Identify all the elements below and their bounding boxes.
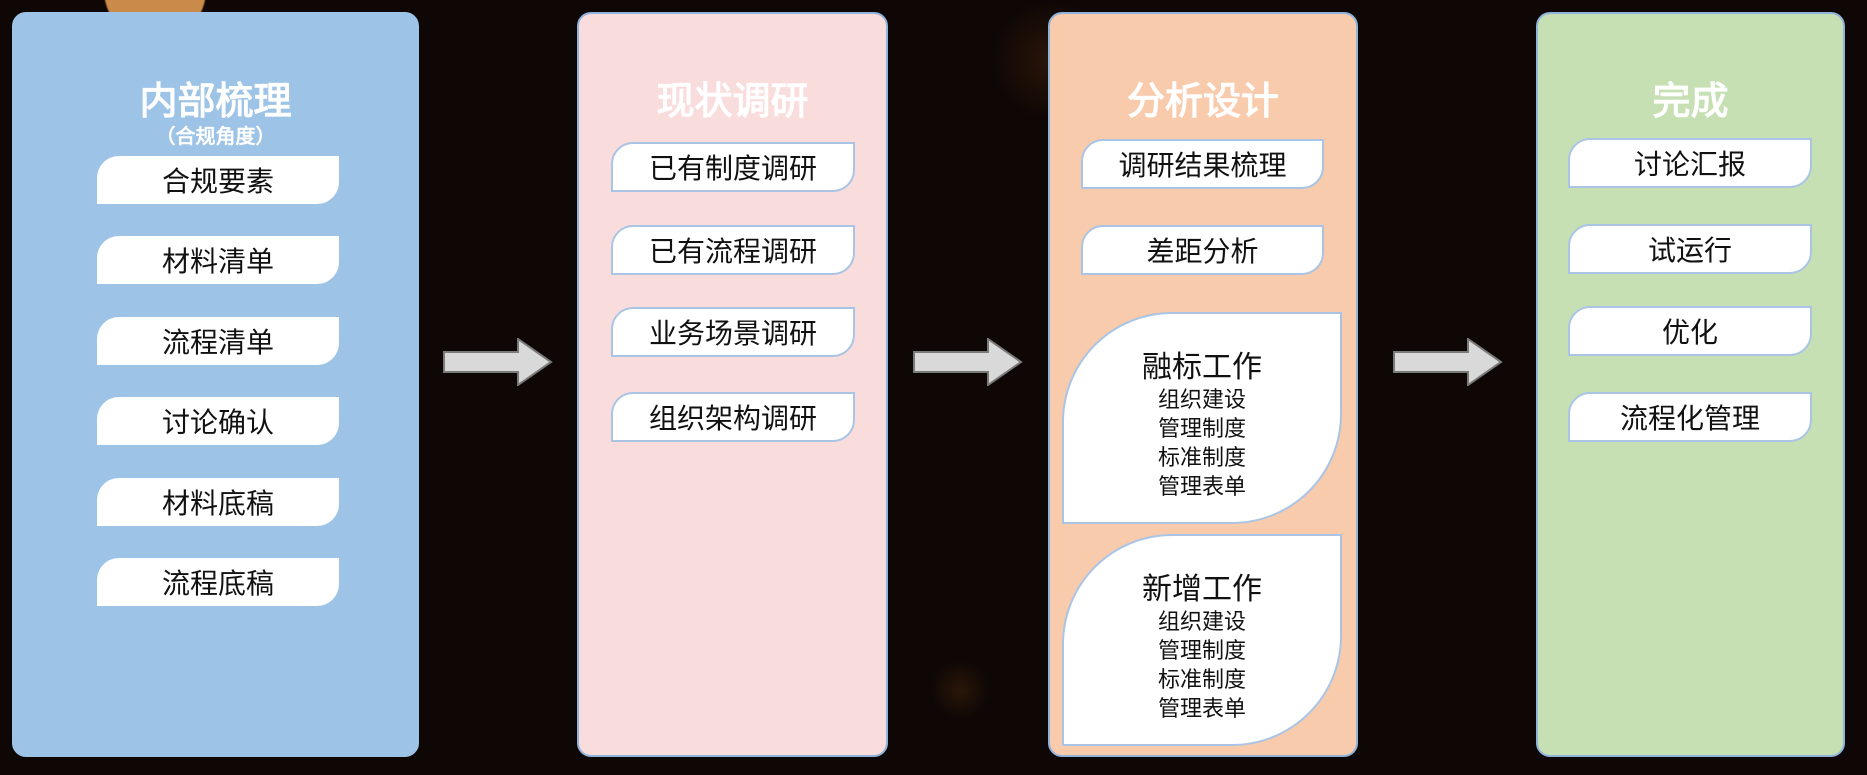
block-line: 管理制度 <box>1157 639 1246 664</box>
stage-item: 已有流程调研 <box>611 225 855 275</box>
stage-item: 流程底稿 <box>97 558 339 606</box>
stage-internal-review: 内部梳理 （合规角度） 合规要素 材料清单 流程清单 讨论确认 材料底稿 流程底… <box>12 12 419 757</box>
stage-title: 分析设计 <box>1126 79 1279 123</box>
stage-item: 调研结果梳理 <box>1081 139 1324 189</box>
block-line: 管理制度 <box>1157 417 1246 442</box>
stage-item: 讨论汇报 <box>1568 138 1812 188</box>
stage-item: 材料底稿 <box>97 478 339 526</box>
work-block-new: 新增工作 组织建设 管理制度 标准制度 管理表单 <box>1062 534 1342 746</box>
stage-item: 讨论确认 <box>97 397 339 445</box>
stage-item: 已有制度调研 <box>611 142 855 192</box>
stage-item: 组织架构调研 <box>611 392 855 442</box>
stage-item: 试运行 <box>1568 224 1812 274</box>
block-line: 管理表单 <box>1157 475 1246 500</box>
stage-item: 流程清单 <box>97 317 339 365</box>
stage-title: 内部梳理 <box>139 79 292 123</box>
block-line: 组织建设 <box>1157 610 1246 635</box>
arrow-right-icon <box>1393 338 1503 386</box>
stage-completion: 完成 讨论汇报 试运行 优化 流程化管理 <box>1536 12 1845 757</box>
block-line: 组织建设 <box>1157 388 1246 413</box>
block-line: 标准制度 <box>1157 446 1246 471</box>
block-line: 管理表单 <box>1157 697 1246 722</box>
stage-current-research: 现状调研 已有制度调研 已有流程调研 业务场景调研 组织架构调研 <box>577 12 888 757</box>
stage-item: 材料清单 <box>97 236 339 284</box>
arrow-right-icon <box>443 338 553 386</box>
block-line: 标准制度 <box>1157 668 1246 693</box>
arrow-right-icon <box>913 338 1023 386</box>
stage-item: 优化 <box>1568 306 1812 356</box>
stage-subtitle: （合规角度） <box>155 124 276 148</box>
stage-title: 现状调研 <box>656 79 809 123</box>
stage-item: 业务场景调研 <box>611 307 855 357</box>
stage-item: 流程化管理 <box>1568 392 1812 442</box>
stage-item: 合规要素 <box>97 156 339 204</box>
stage-analysis-design: 分析设计 调研结果梳理 差距分析 融标工作 组织建设 管理制度 标准制度 管理表… <box>1048 12 1358 757</box>
stage-item: 差距分析 <box>1081 225 1324 275</box>
work-block-standard-integration: 融标工作 组织建设 管理制度 标准制度 管理表单 <box>1062 312 1342 524</box>
block-heading: 融标工作 <box>1142 350 1262 385</box>
stage-title: 完成 <box>1652 79 1729 123</box>
block-heading: 新增工作 <box>1142 572 1262 607</box>
